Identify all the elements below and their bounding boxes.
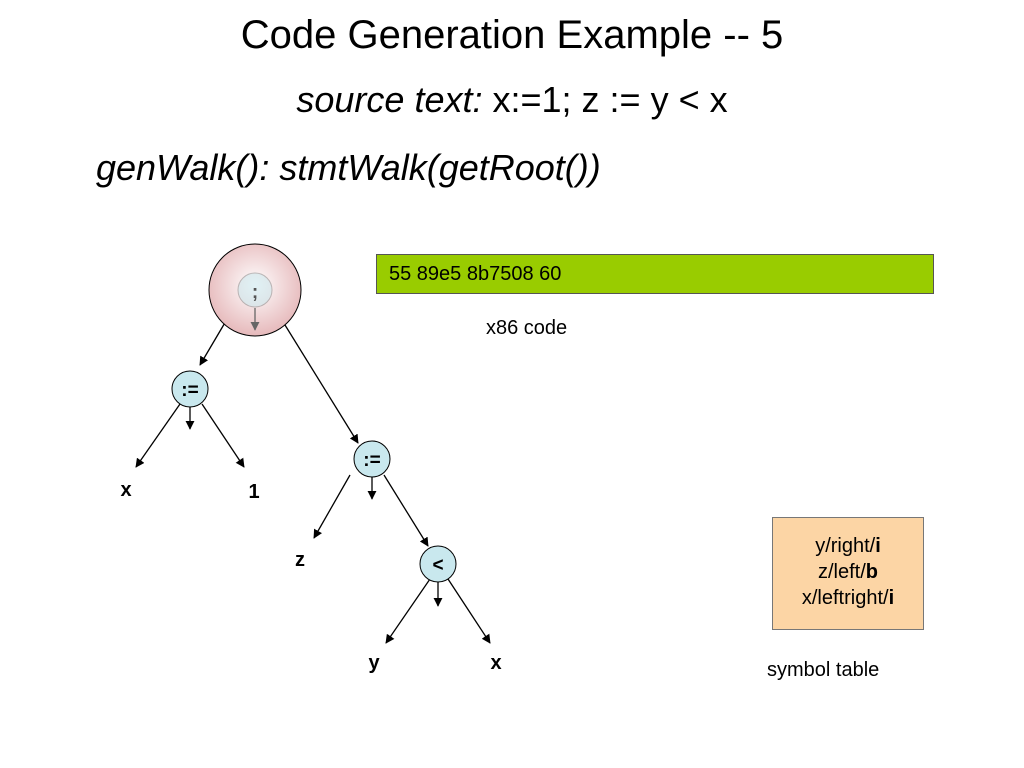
symbol-table-row: y/right/i xyxy=(815,535,881,557)
x86-code-box: 55 89e5 8b7508 60 xyxy=(376,254,934,294)
x86-code-bytes: 55 89e5 8b7508 60 xyxy=(389,263,562,285)
lt-node xyxy=(419,545,457,583)
edge-assign2-lt xyxy=(383,474,429,547)
edge-assign2-z xyxy=(313,474,351,539)
lt-node-label: < xyxy=(432,555,443,576)
edge-lt-y xyxy=(385,578,431,644)
edge-lt-x xyxy=(447,578,491,644)
edge-assign1-one xyxy=(201,403,245,468)
source-text-label: source text: xyxy=(296,79,483,120)
edge-assign1-x xyxy=(135,403,181,468)
assign2-node xyxy=(353,440,391,478)
assign2-node-label: := xyxy=(363,450,380,471)
symbol-table-row: z/left/b xyxy=(817,561,878,583)
symbol-table-row: x/leftright/i xyxy=(801,587,895,609)
root-node xyxy=(237,272,273,308)
symbol-table: y/right/i z/left/b x/leftright/i xyxy=(772,517,924,630)
source-text-line: source text: x:=1; z := y < x xyxy=(0,78,1024,122)
source-text-value: x:=1; z := y < x xyxy=(482,79,728,120)
edge-root-assign2 xyxy=(271,303,359,444)
x86-code-caption: x86 code xyxy=(486,317,568,339)
assign1-node xyxy=(171,370,209,408)
leaf-one: 1 xyxy=(248,481,259,503)
leaf-x1: x xyxy=(120,479,131,501)
gen-walk-line: genWalk(): stmtWalk(getRoot()) xyxy=(96,147,601,188)
root-node-label: ; xyxy=(252,282,258,303)
slide-title: Code Generation Example -- 5 xyxy=(240,13,784,57)
leaf-y: y xyxy=(368,652,380,674)
leaf-x2: x xyxy=(490,652,501,674)
leaf-z: z xyxy=(295,549,305,571)
assign1-node-label: := xyxy=(181,380,198,401)
symbol-table-caption: symbol table xyxy=(767,659,880,681)
